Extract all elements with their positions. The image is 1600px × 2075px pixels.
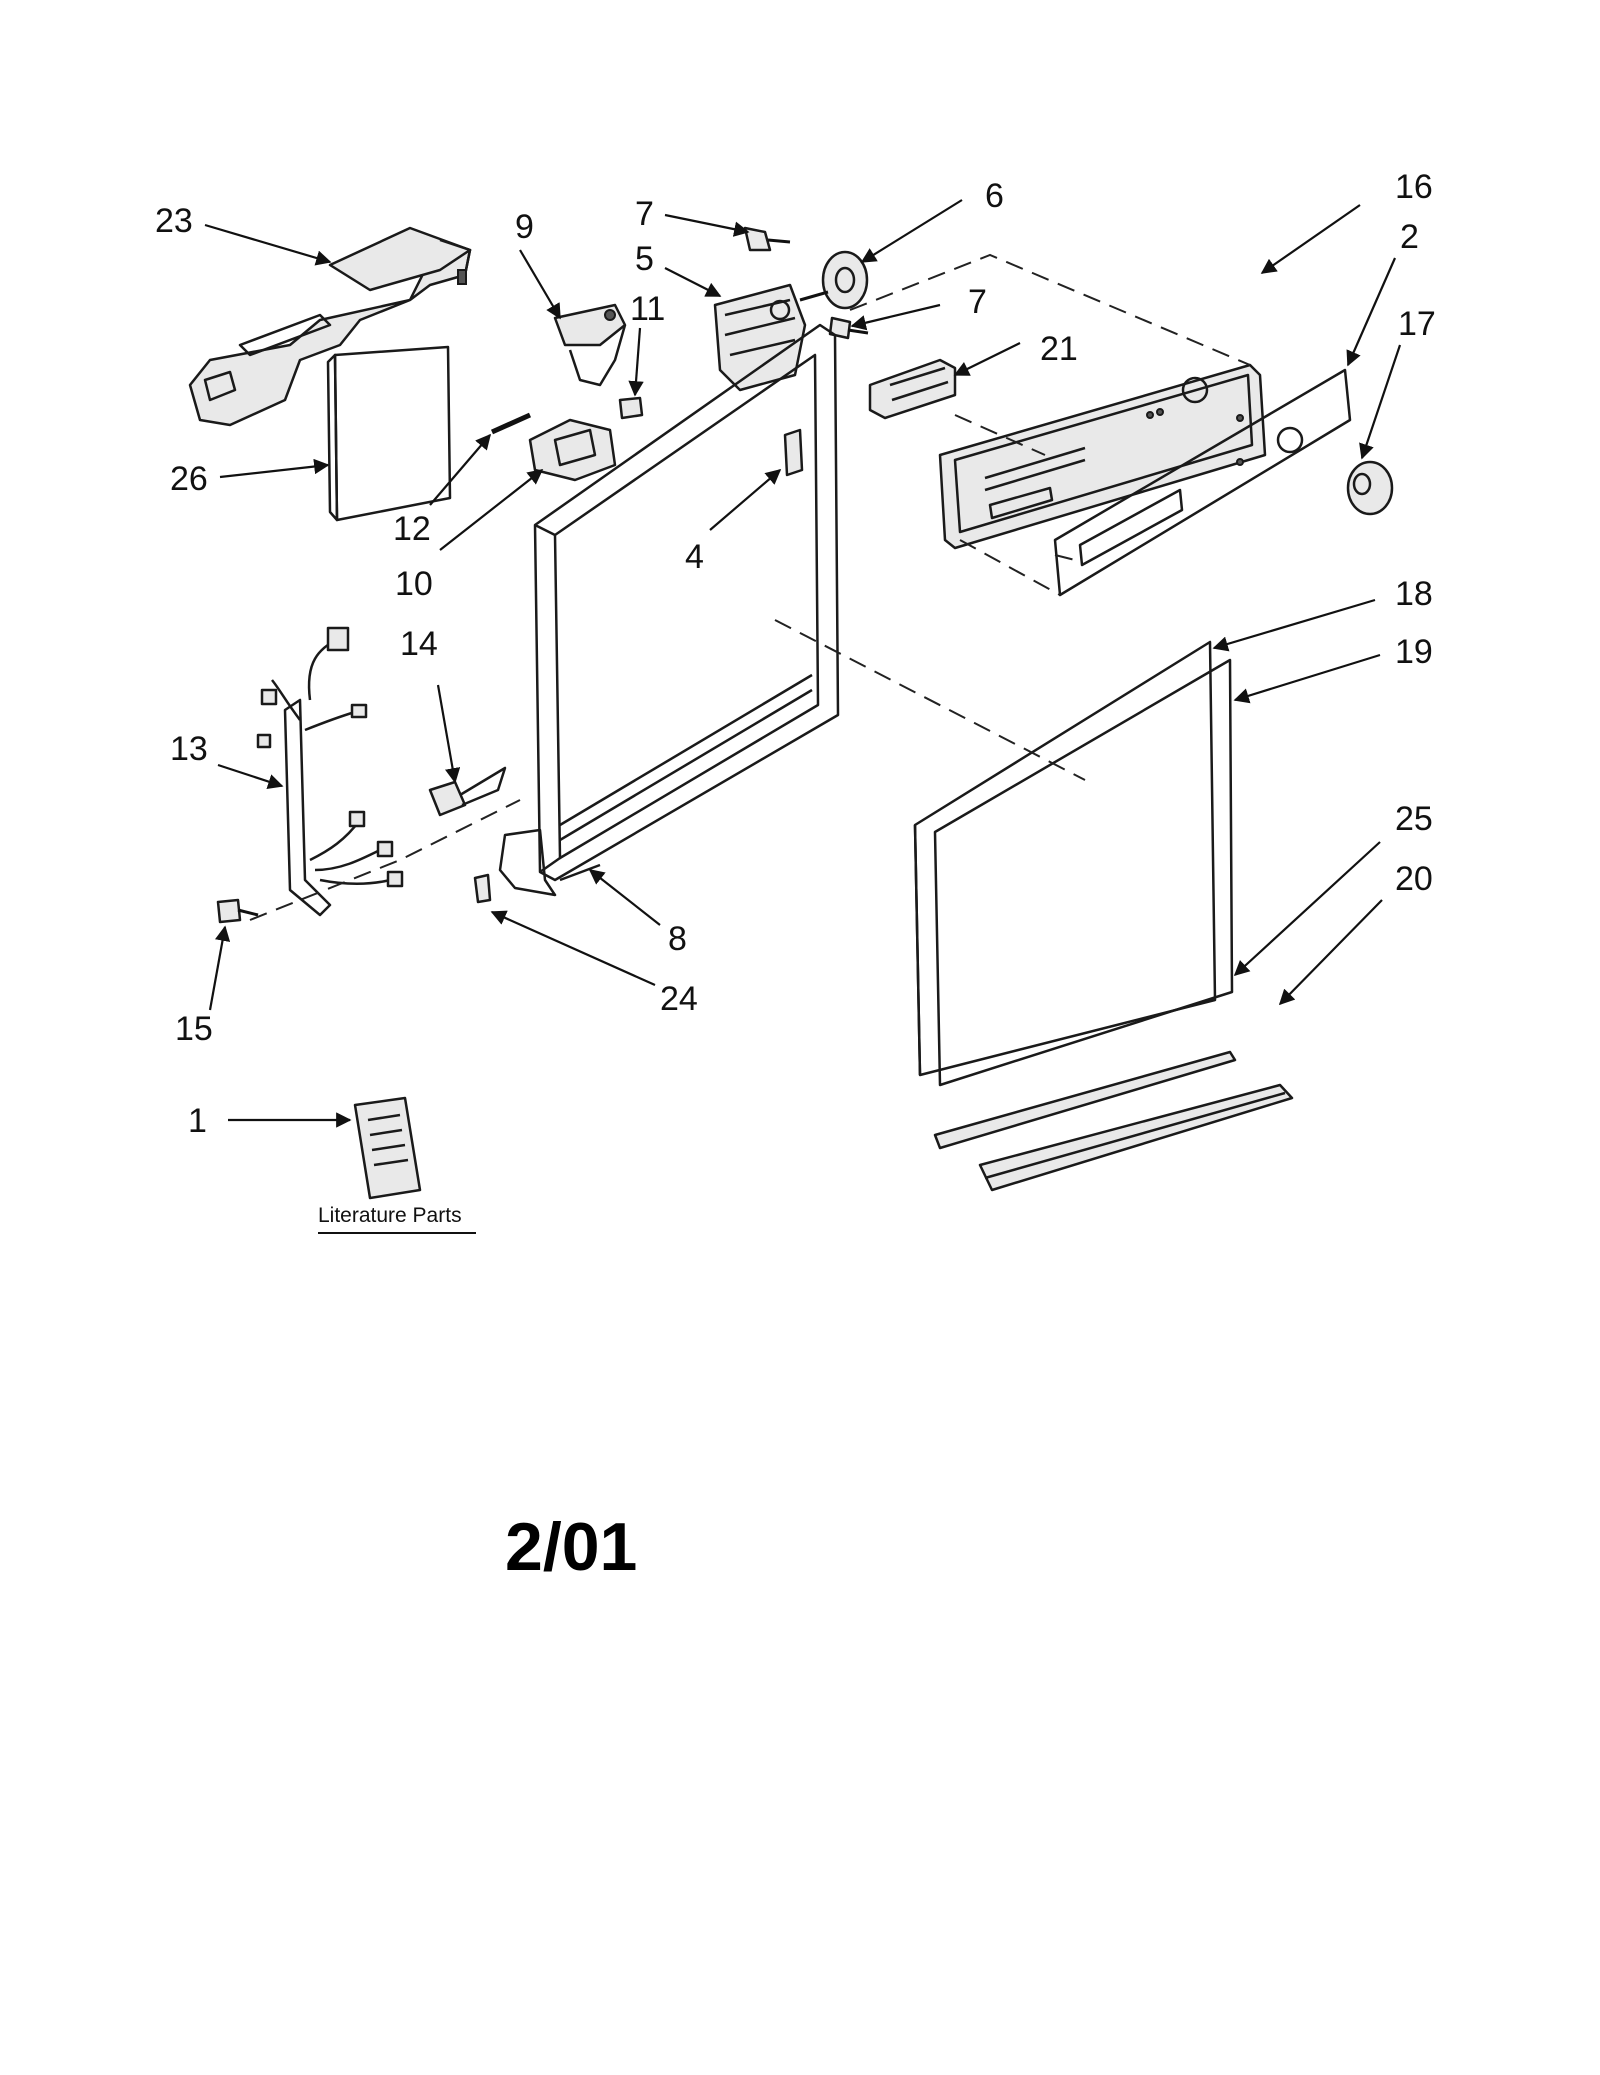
connector-part [868, 358, 957, 420]
control-panel-part [938, 363, 1267, 550]
callout-7-top: 7 [635, 195, 654, 233]
callout-24: 24 [660, 980, 698, 1018]
screw-part-bottom [216, 898, 259, 924]
callout-17: 17 [1398, 305, 1436, 343]
callout-21: 21 [1040, 330, 1078, 368]
callout-10: 10 [395, 565, 433, 603]
alignment-lines [249, 253, 1251, 921]
callout-14: 14 [400, 625, 438, 663]
overlay-panel-part [1053, 368, 1352, 597]
callout-25: 25 [1395, 800, 1433, 838]
insulation-sheet-part [326, 345, 452, 522]
callout-19: 19 [1395, 633, 1433, 671]
callout-20: 20 [1395, 860, 1433, 898]
callout-16: 16 [1395, 168, 1433, 206]
latch-pin-part [490, 412, 532, 435]
literature-parts-label: Literature Parts [318, 1204, 462, 1227]
date-code: 2/01 [505, 1509, 637, 1585]
door-bottom-rail-part [559, 863, 601, 882]
callout-26: 26 [170, 460, 208, 498]
control-switch-part [713, 283, 807, 392]
screw-part-top [743, 226, 791, 252]
callout-9: 9 [515, 208, 534, 246]
callout-15: 15 [175, 1010, 213, 1048]
screw-part-middle [828, 316, 869, 340]
callout-5: 5 [635, 240, 654, 278]
wire-harness-part [256, 626, 404, 917]
vent-housing-part [188, 226, 472, 427]
callout-13: 13 [170, 730, 208, 768]
latch-clip-part [618, 396, 644, 420]
callout-1: 1 [188, 1102, 207, 1140]
outer-door-panel-part [913, 640, 1217, 1077]
literature-booklet-part [353, 1096, 422, 1200]
callout-7-middle: 7 [968, 283, 987, 321]
kickplate-trim-part [978, 1083, 1294, 1192]
control-knob-part [1346, 460, 1394, 516]
callout-23: 23 [155, 202, 193, 240]
retainer-clip-part [473, 873, 492, 904]
callout-11: 11 [630, 290, 665, 328]
callout-4: 4 [685, 538, 704, 576]
callout-2: 2 [1400, 218, 1419, 256]
inner-door-frame-part [498, 323, 840, 897]
callout-labels: 23 26 9 11 12 10 7 5 6 7 21 4 16 2 17 18… [155, 168, 1436, 1140]
leader-lines [204, 199, 1402, 1128]
callout-6: 6 [985, 177, 1004, 215]
sensor-probe-part [428, 766, 507, 817]
bottom-trim-strip-part [933, 1050, 1237, 1150]
callout-8: 8 [668, 920, 687, 958]
callout-18: 18 [1395, 575, 1433, 613]
selector-cam-part [799, 250, 869, 310]
latch-part [553, 303, 627, 387]
callout-12: 12 [393, 510, 431, 548]
latch-keeper-part [528, 418, 617, 482]
door-panel-insert-part [933, 658, 1234, 1087]
